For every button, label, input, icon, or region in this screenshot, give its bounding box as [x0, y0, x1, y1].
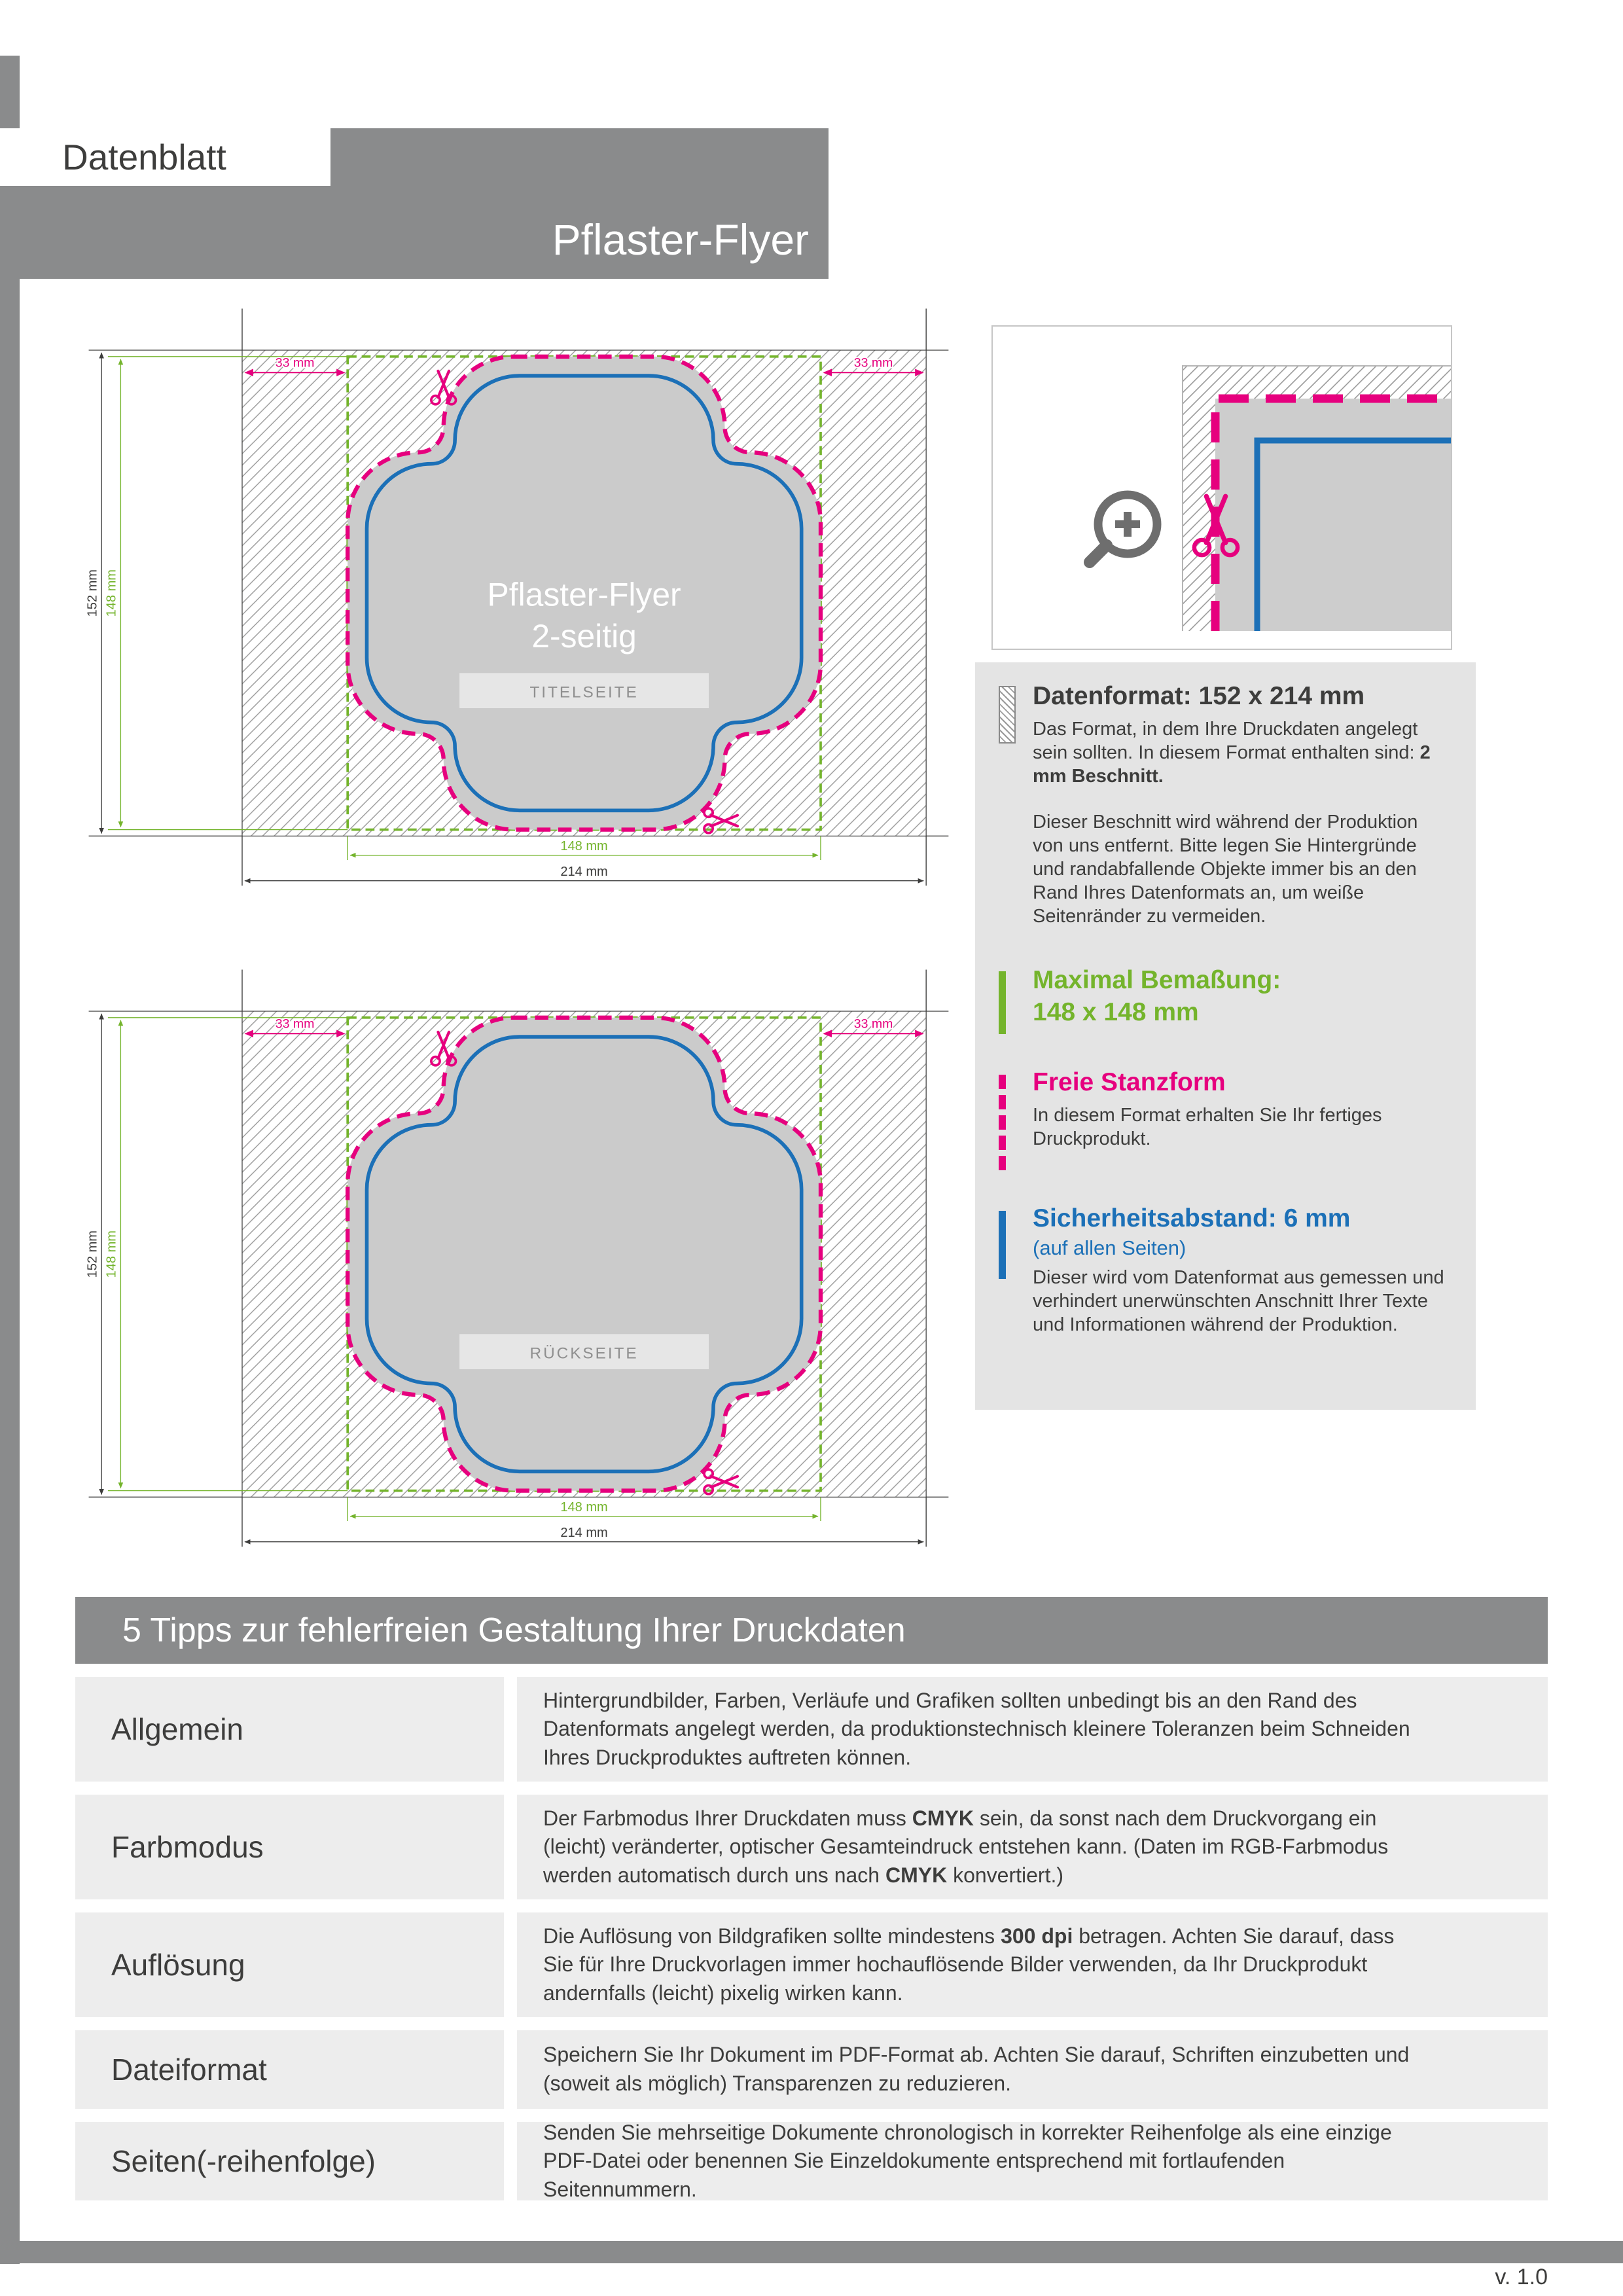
die-cut-outline	[345, 354, 823, 832]
max-size-heading-line2: 148 x 148 mm	[1033, 998, 1199, 1027]
detail-dataformat-edge	[1182, 365, 1451, 631]
legend-panel: Datenformat: 152 x 214 mm Das Format, in…	[975, 662, 1476, 1410]
legend-safety-section: Sicherheitsabstand: 6 mm (auf allen Seit…	[999, 1204, 1448, 1337]
tip-label: Seiten(-reihenfolge)	[75, 2122, 504, 2200]
bleed-label-right: 33 mm	[854, 355, 893, 370]
tips-list: Allgemein Hintergrundbilder, Farben, Ver…	[75, 1677, 1548, 2201]
safety-text: Dieser wird vom Datenformat aus gemessen…	[1033, 1267, 1444, 1336]
tip-row-seitenreihenfolge: Seiten(-reihenfolge) Senden Sie mehrseit…	[75, 2121, 1548, 2201]
tips-banner: 5 Tipps zur fehlerfreien Gestaltung Ihre…	[75, 1597, 1548, 1664]
dataformat-heading: Datenformat: 152 x 214 mm	[1033, 682, 1365, 710]
doc-type-box: Datenblatt	[0, 128, 330, 186]
tip-row-dateiformat: Dateiformat Speichern Sie Ihr Dokument i…	[75, 2030, 1548, 2109]
die-cut-heading: Freie Stanzform	[1033, 1068, 1226, 1097]
safety-subheading: (auf allen Seiten)	[1033, 1236, 1186, 1260]
tip-label: Auflösung	[75, 1912, 504, 2017]
max-size-extension-lines	[107, 1017, 821, 1521]
die-cut-legend-bar-icon	[999, 1075, 1006, 1171]
dim-label-width-total: 214 mm	[560, 1526, 607, 1540]
max-size-heading-line1: Maximal Bemaßung:	[1033, 966, 1281, 995]
detail-bleed-hatch	[1183, 366, 1451, 399]
version-label: v. 1.0	[1495, 2265, 1548, 2289]
page-edge-strip	[0, 56, 20, 2264]
tip-label: Farbmodus	[75, 1795, 504, 1899]
tips-banner-title: 5 Tipps zur fehlerfreien Gestaltung Ihre…	[122, 1611, 906, 1649]
diagram-title-line1: Pflaster-Flyer	[488, 577, 681, 613]
tip-row-allgemein: Allgemein Hintergrundbilder, Farben, Ver…	[75, 1677, 1548, 1782]
diagram-front: Pflaster-Flyer 2-seitig TITELSEITE 33 mm…	[85, 308, 949, 886]
tip-text: Hintergrundbilder, Farben, Verläufe und …	[543, 1688, 1410, 1769]
dim-label-width-max: 148 mm	[560, 839, 607, 853]
tip-row-farbmodus: Farbmodus Der Farbmodus Ihrer Druckdaten…	[75, 1795, 1548, 1899]
page-label-band	[459, 1334, 709, 1370]
dim-label-width-max: 148 mm	[560, 1500, 607, 1515]
safety-margin-line	[365, 374, 804, 813]
detail-bleed-hatch	[1183, 399, 1215, 631]
tip-text: Speichern Sie Ihr Dokument im PDF-Format…	[543, 2043, 1410, 2095]
detail-safety-line	[1254, 437, 1451, 631]
page-side-label: RÜCKSEITE	[530, 1344, 639, 1362]
legend-max-size-section: Maximal Bemaßung: 148 x 148 mm	[999, 965, 1448, 1035]
max-size-extension-lines	[107, 356, 821, 860]
diagram-title-line2: 2-seitig	[531, 618, 637, 655]
page-label-band	[459, 673, 709, 709]
bleed-label-left: 33 mm	[276, 355, 315, 370]
header-band: Datenblatt Pflaster-Flyer	[0, 128, 829, 279]
bleed-hatch-swatch-icon	[999, 686, 1016, 744]
dim-label-height-max: 148 mm	[105, 569, 119, 617]
dim-label-height-total: 152 mm	[85, 569, 99, 617]
legend-die-cut-section: Freie Stanzform In diesem Format erhalte…	[999, 1068, 1448, 1171]
legend-dataformat-section: Datenformat: 152 x 214 mm Das Format, in…	[999, 682, 1448, 928]
safety-margin-line	[365, 1035, 804, 1474]
dim-label-height-total: 152 mm	[85, 1230, 99, 1278]
doc-type-label: Datenblatt	[62, 137, 226, 177]
dataformat-paragraph-1: Das Format, in dem Ihre Druckdaten angel…	[1033, 718, 1431, 787]
bleed-label-left: 33 mm	[276, 1016, 315, 1031]
die-cut-outline	[345, 1015, 823, 1493]
tip-text: Der Farbmodus Ihrer Druckdaten muss CMYK…	[543, 1806, 1389, 1887]
safety-heading: Sicherheitsabstand: 6 mm	[1033, 1204, 1351, 1233]
bleed-label-right: 33 mm	[854, 1016, 893, 1031]
dim-label-width-total: 214 mm	[560, 865, 607, 879]
corner-detail-box	[991, 325, 1452, 650]
footer-strip	[0, 2241, 1623, 2263]
detail-product-area	[1215, 399, 1451, 631]
detail-die-cut-line	[1211, 394, 1451, 631]
dataformat-paragraph-2: Dieser Beschnitt wird während der Produk…	[1033, 811, 1418, 927]
page-title: Pflaster-Flyer	[552, 215, 809, 264]
diagram-back: RÜCKSEITE 33 mm 33 mm 152 mm 148 mm 148 …	[85, 969, 949, 1547]
tip-text: Senden Sie mehrseitige Dokumente chronol…	[543, 2120, 1392, 2201]
trim-extension-lines	[88, 969, 949, 1547]
page-side-label: TITELSEITE	[529, 683, 638, 701]
tip-label: Allgemein	[75, 1677, 504, 1782]
max-size-legend-bar-icon	[999, 971, 1006, 1035]
trim-extension-lines	[88, 308, 949, 886]
tip-text: Die Auflösung von Bildgrafiken sollte mi…	[543, 1924, 1395, 2005]
safety-legend-bar-icon	[999, 1211, 1006, 1280]
zoom-in-icon	[1084, 490, 1162, 568]
dim-label-height-max: 148 mm	[105, 1230, 119, 1278]
tip-row-aufloesung: Auflösung Die Auflösung von Bildgrafiken…	[75, 1912, 1548, 2017]
tip-label: Dateiformat	[75, 2030, 504, 2109]
die-cut-text: In diesem Format erhalten Sie Ihr fertig…	[1033, 1105, 1382, 1150]
